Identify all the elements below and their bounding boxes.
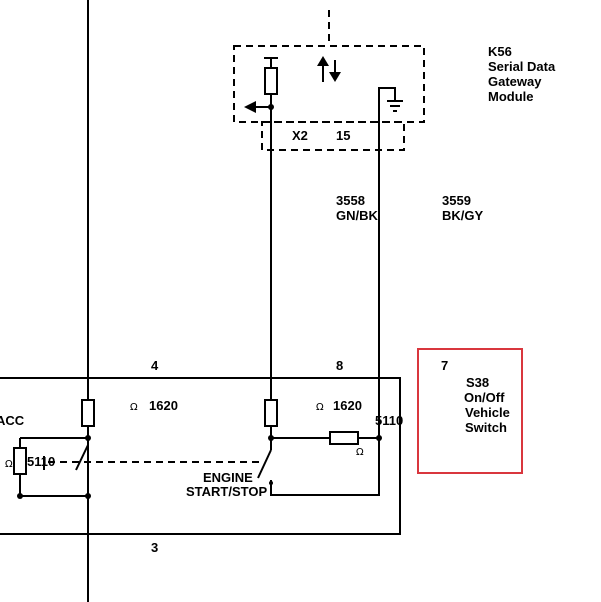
- resistor-3-value: 5110: [375, 413, 403, 428]
- module-name-line3: Module: [488, 89, 534, 104]
- pin-label: 15: [336, 128, 350, 143]
- ohm-symbol: Ω: [5, 459, 13, 470]
- wire-right-circuit: 3559: [442, 193, 471, 208]
- wire-right-color: BK/GY: [442, 208, 484, 223]
- highlight-box: [417, 348, 523, 474]
- module-connector-box: [261, 121, 405, 151]
- resistor-5110-right: [329, 431, 359, 445]
- wire-left-color: GN/BK: [336, 208, 379, 223]
- engine-label-line2: START/STOP: [186, 484, 267, 499]
- module-name-line2: Gateway: [488, 74, 542, 89]
- resistor-2-value: 1620: [333, 398, 362, 413]
- acc-label: ACC: [0, 413, 25, 428]
- ohm-symbol: Ω: [130, 402, 138, 413]
- switch-name-line3: Switch: [465, 420, 507, 435]
- ohm-symbol: Ω: [356, 447, 364, 458]
- module-signal-arrow-icon: [244, 101, 271, 113]
- ground-icon: [378, 87, 403, 150]
- pin-4-label: 4: [151, 358, 159, 373]
- pin-3-label: 3: [151, 540, 158, 555]
- pin-8-label: 8: [336, 358, 343, 373]
- resistor-5110-left: [13, 447, 27, 475]
- wire-left-circuit: 3558: [336, 193, 365, 208]
- acc-switch-contact: [75, 444, 89, 471]
- resistor-1-value: 1620: [149, 398, 178, 413]
- connector-label: X2: [292, 128, 308, 143]
- ohm-symbol: Ω: [316, 402, 324, 413]
- engine-switch-contact: [257, 449, 272, 479]
- resistor-1620-left: [81, 399, 95, 427]
- engine-label-line1: ENGINE: [203, 470, 253, 485]
- module-pullup-resistor: [264, 57, 278, 108]
- switch-name-line1: On/Off: [464, 390, 505, 405]
- switch-enclosure: [0, 377, 401, 535]
- resistor-1620-right: [264, 399, 278, 427]
- pin-7-label: 7: [441, 358, 448, 373]
- module-id: K56: [488, 44, 512, 59]
- bidirectional-arrows-icon: [317, 56, 341, 82]
- engine-return-wire: [270, 438, 380, 496]
- resistor-4-value: 5110: [27, 454, 55, 469]
- module-name-line1: Serial Data: [488, 59, 556, 74]
- switch-id: S38: [466, 375, 489, 390]
- switch-name-line2: Vehicle: [465, 405, 510, 420]
